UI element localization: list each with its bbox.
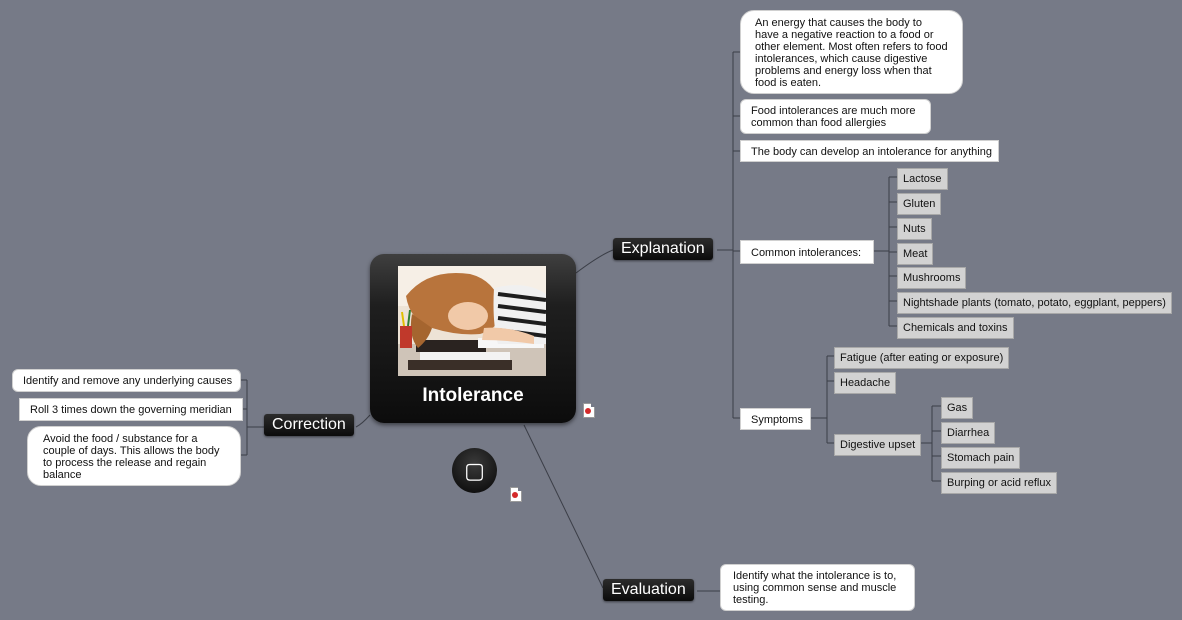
branch-evaluation[interactable]: Evaluation xyxy=(603,579,694,601)
common-intolerances-label[interactable]: Common intolerances: xyxy=(740,240,874,264)
central-topic[interactable]: Intolerance xyxy=(370,254,576,423)
digestive-item[interactable]: Gas xyxy=(941,397,974,419)
explanation-definition[interactable]: An energy that causes the body to have a… xyxy=(740,10,963,94)
intolerance-item[interactable]: Lactose xyxy=(897,168,948,190)
topic-image xyxy=(398,266,546,376)
correction-item[interactable]: Avoid the food / substance for a couple … xyxy=(27,426,241,486)
intolerance-item[interactable]: Meat xyxy=(897,243,934,265)
pdf-icon[interactable] xyxy=(583,403,595,418)
intolerance-item[interactable]: Mushrooms xyxy=(897,267,967,289)
pdf-icon[interactable] xyxy=(510,487,522,502)
branch-correction[interactable]: Correction xyxy=(264,414,354,436)
square-icon[interactable]: ▢ xyxy=(452,448,497,493)
intolerance-item[interactable]: Gluten xyxy=(897,193,942,215)
symptoms-label[interactable]: Symptoms xyxy=(740,408,811,430)
correction-item[interactable]: Identify and remove any underlying cause… xyxy=(12,369,241,392)
intolerance-item[interactable]: Chemicals and toxins xyxy=(897,317,1014,339)
correction-item[interactable]: Roll 3 times down the governing meridian xyxy=(19,398,243,421)
symptom-fatigue[interactable]: Fatigue (after eating or exposure) xyxy=(834,347,1010,369)
branch-explanation[interactable]: Explanation xyxy=(613,238,713,260)
digestive-item[interactable]: Stomach pain xyxy=(941,447,1021,469)
explanation-more-common[interactable]: Food intolerances are much more common t… xyxy=(740,99,931,134)
square-glyph: ▢ xyxy=(464,457,485,483)
symptom-headache[interactable]: Headache xyxy=(834,372,897,394)
symptom-digestive[interactable]: Digestive upset xyxy=(834,434,922,456)
evaluation-text[interactable]: Identify what the intolerance is to, usi… xyxy=(720,564,915,611)
digestive-item[interactable]: Diarrhea xyxy=(941,422,996,444)
digestive-item[interactable]: Burping or acid reflux xyxy=(941,472,1057,494)
explanation-anything[interactable]: The body can develop an intolerance for … xyxy=(740,140,999,162)
central-topic-title: Intolerance xyxy=(422,385,524,406)
intolerance-item[interactable]: Nightshade plants (tomato, potato, eggpl… xyxy=(897,292,1172,314)
intolerance-item[interactable]: Nuts xyxy=(897,218,932,240)
